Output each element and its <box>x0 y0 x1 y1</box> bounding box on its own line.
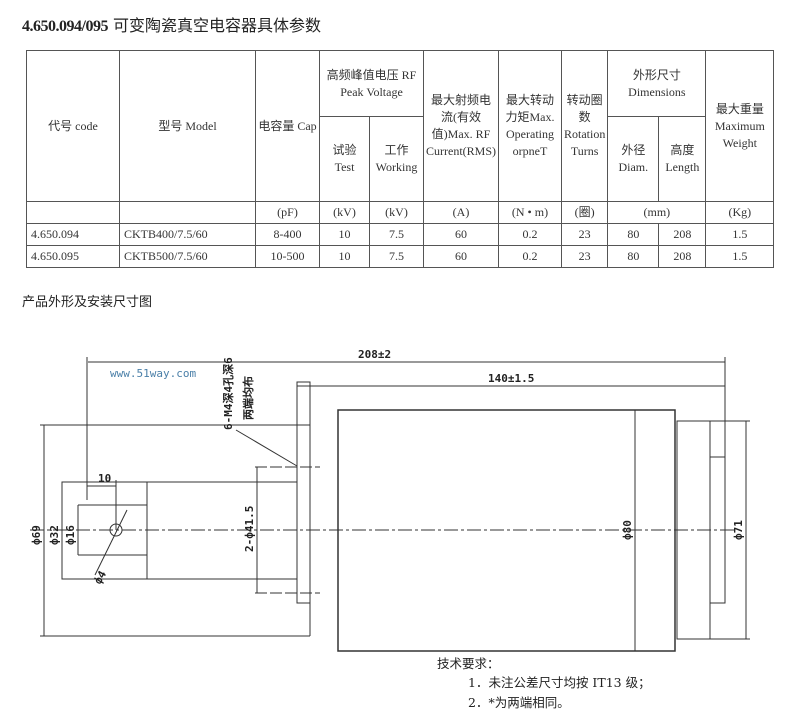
svg-text:ф80: ф80 <box>621 520 634 540</box>
outline <box>40 381 726 652</box>
svg-text:ф16: ф16 <box>64 525 77 545</box>
unit: (kV) <box>369 201 424 224</box>
header-code: 代号 code <box>26 50 120 202</box>
svg-text:ф32: ф32 <box>48 525 61 545</box>
header-dimensions: 外形尺寸 Dimensions <box>607 50 707 117</box>
svg-text:2-ф41.5: 2-ф41.5 <box>243 506 256 552</box>
body-length-dim: 140±1.5 <box>488 372 534 385</box>
svg-text:ф4: ф4 <box>91 568 109 586</box>
header-current: 最大射频电流(有效值)Max. RF Current(RMS) <box>423 50 499 202</box>
header-length: 高度 Length <box>658 116 707 202</box>
page-title: 4.650.094/095 可变陶瓷真空电容器具体参数 <box>22 16 322 35</box>
header-turns: 转动圈数 Rotation Turns <box>560 50 609 202</box>
dimension-lines <box>43 357 750 651</box>
svg-text:6-M4深4孔深6: 6-M4深4孔深6 <box>221 357 235 430</box>
header-test: 试验 Test <box>319 116 370 202</box>
svg-text:两端均布: 两端均布 <box>241 376 255 420</box>
svg-text:ф69: ф69 <box>30 525 43 545</box>
watermark: www.51way.com <box>110 367 196 380</box>
header-rf-voltage: 高频峰值电压 RF Peak Voltage <box>319 50 424 117</box>
header-weight: 最大重量 Maximum Weight <box>705 50 775 202</box>
svg-text:ф71: ф71 <box>732 520 745 540</box>
notes-heading: 技术要求： <box>437 656 500 671</box>
svg-text:10: 10 <box>98 472 111 485</box>
overall-length-dim: 208±2 <box>358 348 391 361</box>
note-item: 2．*为两端相同。 <box>468 695 570 710</box>
header-model: 型号 Model <box>119 50 256 202</box>
header-cap: 电容量 Cap <box>255 50 320 202</box>
spec-table: 代号 code 型号 Model 电容量 Cap 高频峰值电压 RF Peak … <box>26 50 775 268</box>
section-title: 产品外形及安装尺寸图 <box>22 295 153 310</box>
note-item: 1．未注公差尺寸均按 IT13 级； <box>468 675 651 690</box>
